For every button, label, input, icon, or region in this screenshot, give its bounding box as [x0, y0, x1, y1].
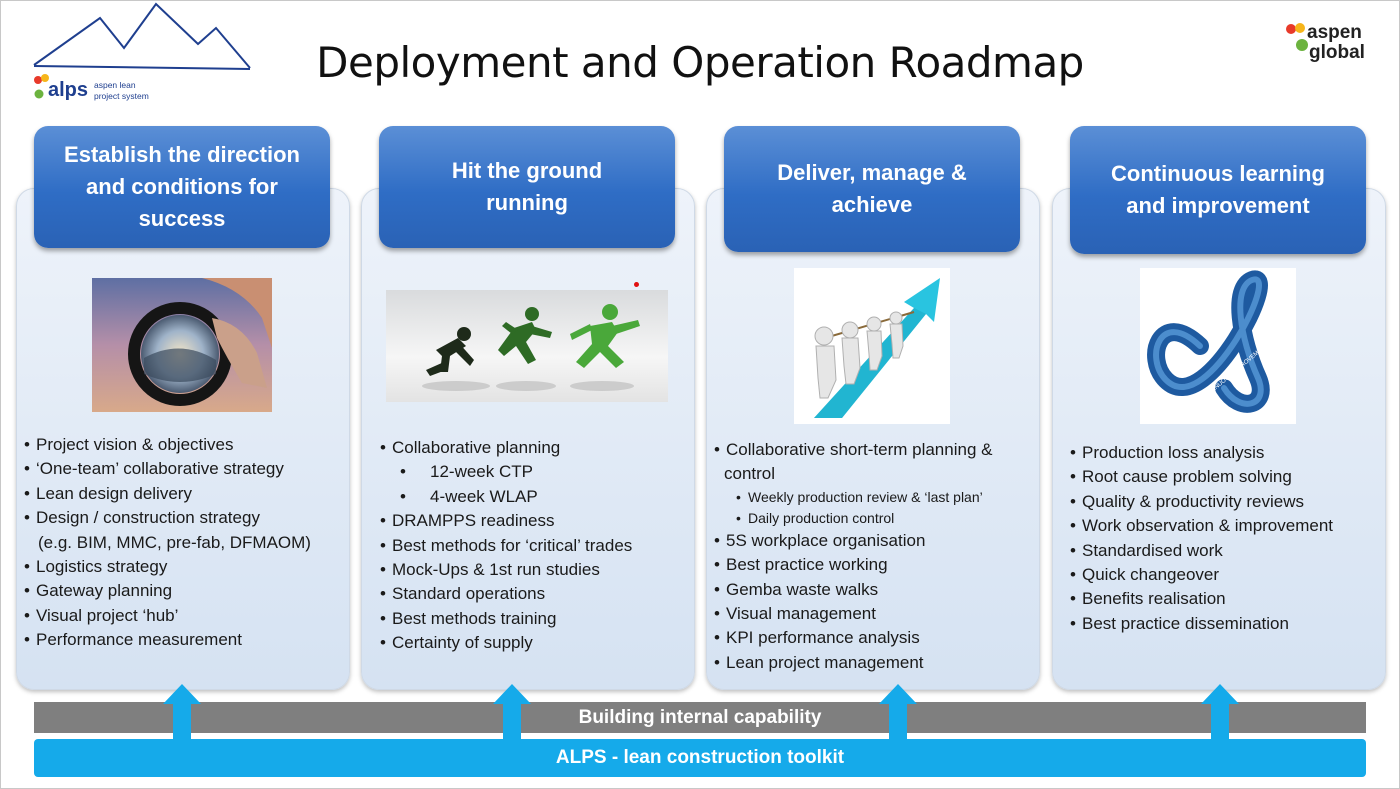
red-dot-marker — [634, 282, 639, 287]
heading-line: Hit the ground — [451, 158, 603, 183]
aspen-global-logo: aspen global — [1282, 18, 1382, 68]
list-item: •Logistics strategy — [24, 557, 168, 577]
list-item: •Standard operations — [380, 584, 546, 604]
list-item: •Design / construction strategy — [24, 508, 260, 528]
column-panel-2 — [361, 188, 695, 690]
list-item: •5S workplace organisation — [714, 530, 926, 550]
list-item: •12-week CTP — [400, 462, 533, 482]
list-item: •‘One-team’ collaborative strategy — [24, 459, 284, 479]
column-list-4: •Production loss analysis •Root cause pr… — [1070, 441, 1333, 636]
mountain-logo-icon: alps aspen lean project system — [33, 2, 251, 101]
list-item: •Lean design delivery — [24, 483, 192, 503]
heading-line: Establish the direction — [64, 142, 300, 167]
page-title: Deployment and Operation Roadmap — [316, 38, 1084, 87]
list-item: (e.g. BIM, MMC, pre-fab, DFMAOM) — [38, 532, 311, 552]
list-item: •Lean project management — [714, 652, 924, 672]
list-item: •Collaborative short-term planning & — [714, 440, 993, 459]
column-list-2: •Collaborative planning •12-week CTP •4-… — [380, 436, 632, 656]
list-item: •Mock-Ups & 1st run studies — [380, 560, 600, 580]
alps-toolkit-bar: ALPS - lean construction toolkit — [34, 739, 1366, 777]
list-item: •Best practice dissemination — [1070, 613, 1289, 633]
alps-tag-line-2: project system — [94, 91, 149, 101]
heading-line: Continuous learning — [1111, 161, 1325, 186]
list-item: •Work observation & improvement — [1070, 516, 1334, 536]
list-item: •Best methods training — [380, 608, 557, 628]
column-header-3: Deliver, manage & achieve — [724, 126, 1020, 252]
heading-line: and conditions for — [86, 174, 278, 199]
up-arrow-icon — [163, 684, 201, 740]
aspen-logo-line-2: global — [1309, 42, 1365, 63]
list-item: •Gemba waste walks — [714, 579, 879, 599]
list-item: •Quality & productivity reviews — [1070, 491, 1305, 511]
runners-image — [386, 290, 668, 402]
list-item: •Best practice working — [714, 555, 888, 575]
list-item: •Best methods for ‘critical’ trades — [380, 535, 633, 555]
list-item: •Quick changeover — [1070, 565, 1220, 585]
column-header-1: Establish the direction and conditions fo… — [34, 126, 330, 248]
heading-line: success — [138, 206, 226, 231]
list-item: •Benefits realisation — [1070, 589, 1226, 609]
list-item: •DRAMPPS readiness — [380, 511, 555, 531]
list-item: •Project vision & objectives — [24, 435, 234, 454]
list-item: •Collaborative planning — [380, 438, 561, 457]
list-item: •Visual project ‘hub’ — [24, 605, 179, 625]
list-item: •Performance measurement — [24, 630, 242, 650]
list-item: •Root cause problem solving — [1070, 467, 1292, 487]
column-header-4: Continuous learning and improvement — [1070, 126, 1366, 254]
column-list-3: •Collaborative short-term planning & con… — [714, 438, 992, 675]
aspen-logo-icon: aspen global — [1286, 22, 1365, 63]
tug-of-war-arrow-image — [794, 268, 950, 424]
list-item: control — [724, 464, 776, 484]
list-item: •Production loss analysis — [1070, 443, 1265, 462]
building-capability-bar: Building internal capability — [34, 702, 1366, 733]
lens-landscape-image — [92, 278, 272, 412]
heading-line: Deliver, manage & — [777, 160, 967, 185]
up-arrow-icon — [1201, 684, 1239, 740]
heading-line: running — [486, 190, 568, 215]
alps-tag-line-1: aspen lean — [94, 80, 136, 90]
aspen-logo-line-1: aspen — [1307, 22, 1362, 43]
alps-logo: alps aspen lean project system — [28, 0, 258, 110]
list-item: •4-week WLAP — [400, 486, 538, 506]
column-list-1: •Project vision & objectives •‘One-team’… — [24, 433, 311, 653]
up-arrow-icon — [493, 684, 531, 740]
list-item: •Standardised work — [1070, 540, 1223, 560]
list-item: •Gateway planning — [24, 581, 173, 601]
list-item: •Certainty of supply — [380, 633, 533, 653]
list-item: •KPI performance analysis — [714, 628, 920, 648]
alps-brand-text: alps — [48, 79, 88, 101]
column-header-2: Hit the ground running — [379, 126, 675, 248]
toolkit-label: ALPS - lean construction toolkit — [555, 747, 845, 768]
up-arrow-icon — [879, 684, 917, 740]
list-item: •Daily production control — [736, 509, 895, 526]
list-item: •Visual management — [714, 604, 876, 624]
capability-label: Building internal capability — [578, 706, 822, 728]
infinity-loop-image: CONTINUOUS IMPROVEMENT — [1140, 268, 1296, 424]
list-item: •Weekly production review & ‘last plan’ — [736, 488, 983, 505]
heading-line: achieve — [831, 192, 913, 217]
heading-line: and improvement — [1126, 193, 1310, 218]
